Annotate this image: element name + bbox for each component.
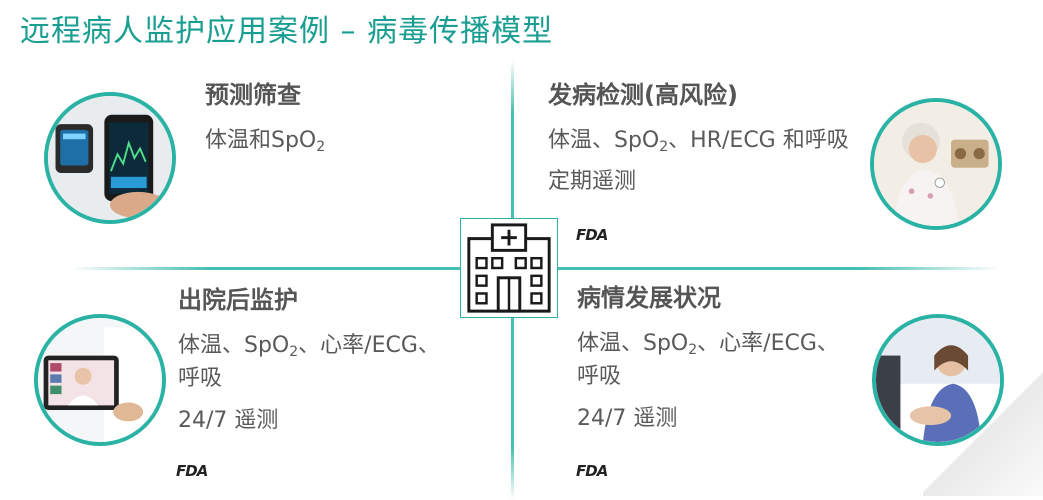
quadrant-post-discharge: 出院后监护 体温、SpO2、心率/ECG、 呼吸 24/7 遥测 [178,280,440,434]
page-title: 远程病人监护应用案例 – 病毒传播模型 [20,14,554,49]
hospital-icon [460,218,558,318]
measurement-line-cont: 呼吸 [178,366,223,391]
measurement-line: 体温和SpO2 [205,122,325,155]
measurement-text: 、HR/ECG 和呼吸 [668,128,849,153]
quadrant-heading: 病情发展状况 [577,284,721,312]
telemetry-line: 定期遥测 [548,169,637,194]
telemetry-line: 24/7 遥测 [577,406,678,431]
telemetry-line: 24/7 遥测 [178,408,279,433]
fda-logo: FDA [176,462,208,480]
quadrant-predictive-screening: 预测筛查 体温和SpO2 [205,75,325,155]
quadrant-onset-detection: 发病检测(高风险) 体温、SpO2、HR/ECG 和呼吸 定期遥测 [548,75,849,195]
fda-logo: FDA [576,226,608,244]
subscript: 2 [659,139,669,155]
subscript: 2 [316,139,326,155]
measurement-line: 体温、SpO2、HR/ECG 和呼吸 [548,122,849,155]
measurement-text: 体温和SpO [205,128,317,153]
elderly-woman-patch-photo [870,98,1002,230]
quadrant-heading: 预测筛查 [205,81,301,109]
measurement-text: 体温、SpO [548,128,660,153]
quadrant-condition-progress: 病情发展状况 体温、SpO2、心率/ECG、 呼吸 24/7 遥测 [577,278,839,432]
measurement-text: 体温、SpO [577,331,689,356]
quadrant-heading: 发病检测(高风险) [548,81,738,109]
measurement-text: 、心率/ECG、 [697,331,839,356]
smartwatch-phone-photo [44,92,176,224]
subscript: 2 [289,344,299,360]
measurement-line-cont: 呼吸 [577,364,622,389]
quadrant-heading: 出院后监护 [178,286,298,314]
measurement-line: 体温、SpO2、心率/ECG、 [577,325,839,358]
patient-bed-photo [872,314,1004,446]
measurement-text: 体温、SpO [178,333,290,358]
tablet-doctor-photo [34,314,166,446]
measurement-text: 、心率/ECG、 [298,333,440,358]
measurement-line: 体温、SpO2、心率/ECG、 [178,327,440,360]
subscript: 2 [688,342,698,358]
fda-logo: FDA [576,462,608,480]
